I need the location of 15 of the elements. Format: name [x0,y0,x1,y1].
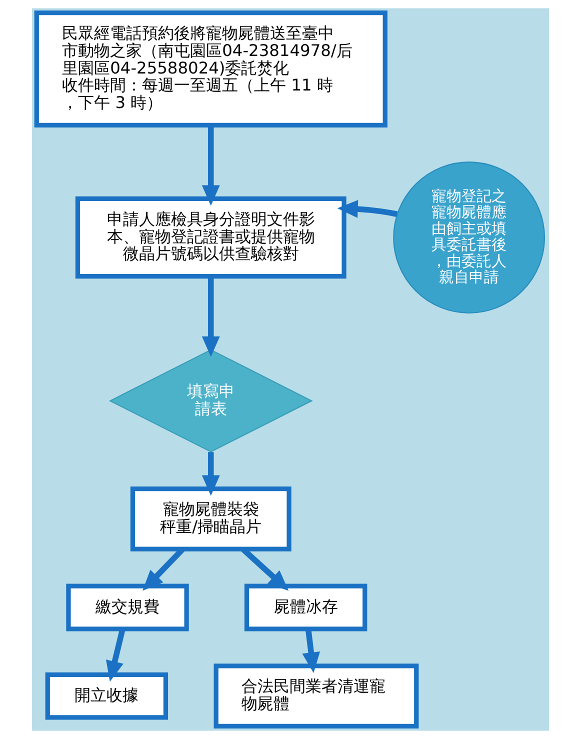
arrow [202,452,220,496]
arrow [202,126,220,206]
node-box: 開立收據 [45,672,168,720]
node-box: 繳交規費 [66,584,189,632]
node-box: 民眾經電話預約後將寵物屍體送至臺中市動物之家（南屯園區04-23814978/后里園區04-25588024)委託焚化 收件時間：每週一至週五（上午 11 時，下午 3 時） [34,10,388,128]
node-box: 申請人應檢具身分證明文件影本、寵物登記證書或提供寵物微晶片號碼以供查驗核對 [75,196,346,279]
node-box: 合法民間業者清運寵物屍體 [214,664,419,728]
arrow [302,628,320,673]
node-diamond: 填寫申請表 [108,349,313,452]
node-box: 屍體冰存 [244,584,368,632]
arrow [106,628,126,682]
arrow [337,200,398,218]
node-circle: 寵物登記之寵物屍體應由飼主或填具委託書後，由委託人親自申請 [393,162,546,314]
arrow [202,276,220,357]
node-box: 寵物屍體裝袋秤重/掃瞄晶片 [130,486,292,552]
